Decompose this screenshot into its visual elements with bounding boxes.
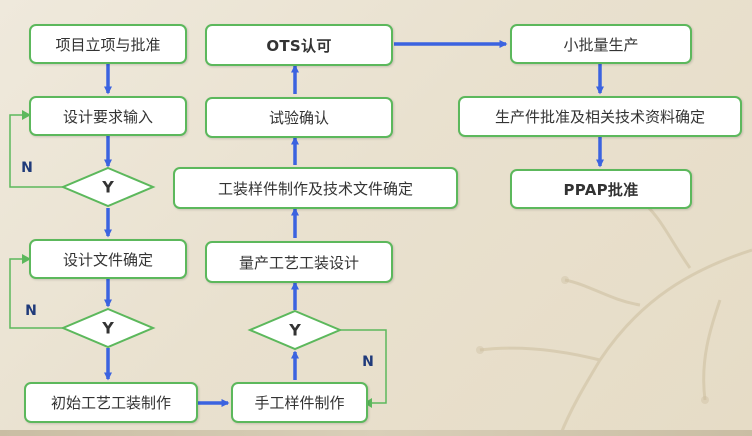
loop-n3 — [340, 329, 387, 404]
node-production-approval: 生产件批准及相关技术资料确定 — [458, 96, 742, 137]
loop-label-n1: N — [21, 160, 33, 176]
node-small-batch: 小批量生产 — [510, 24, 692, 64]
node-initial-tooling: 初始工艺工装制作 — [24, 382, 198, 423]
node-design-doc: 设计文件确定 — [29, 239, 187, 279]
node-manual-sample: 手工样件制作 — [231, 382, 368, 423]
decision-label-1: Y — [102, 177, 114, 197]
loop-label-n2: N — [25, 303, 37, 319]
decision-diamond-3 — [247, 309, 343, 351]
node-ppap-approval: PPAP批准 — [510, 169, 692, 209]
node-tooling-sample: 工装样件制作及技术文件确定 — [173, 167, 458, 209]
node-mass-process-design: 量产工艺工装设计 — [205, 241, 393, 283]
loop-n2 — [9, 258, 63, 329]
loop-label-n3: N — [362, 354, 374, 370]
decision-label-3: Y — [289, 320, 301, 340]
node-test-confirm: 试验确认 — [205, 97, 393, 138]
decision-diamond-2 — [60, 307, 156, 349]
node-design-input: 设计要求输入 — [29, 96, 187, 136]
loop-n1 — [9, 114, 63, 188]
node-project-approval: 项目立项与批准 — [29, 24, 187, 64]
decision-diamond-1 — [60, 166, 156, 208]
node-ots-approval: OTS认可 — [205, 24, 393, 66]
decision-label-2: Y — [102, 318, 114, 338]
bottom-bar — [0, 430, 752, 436]
